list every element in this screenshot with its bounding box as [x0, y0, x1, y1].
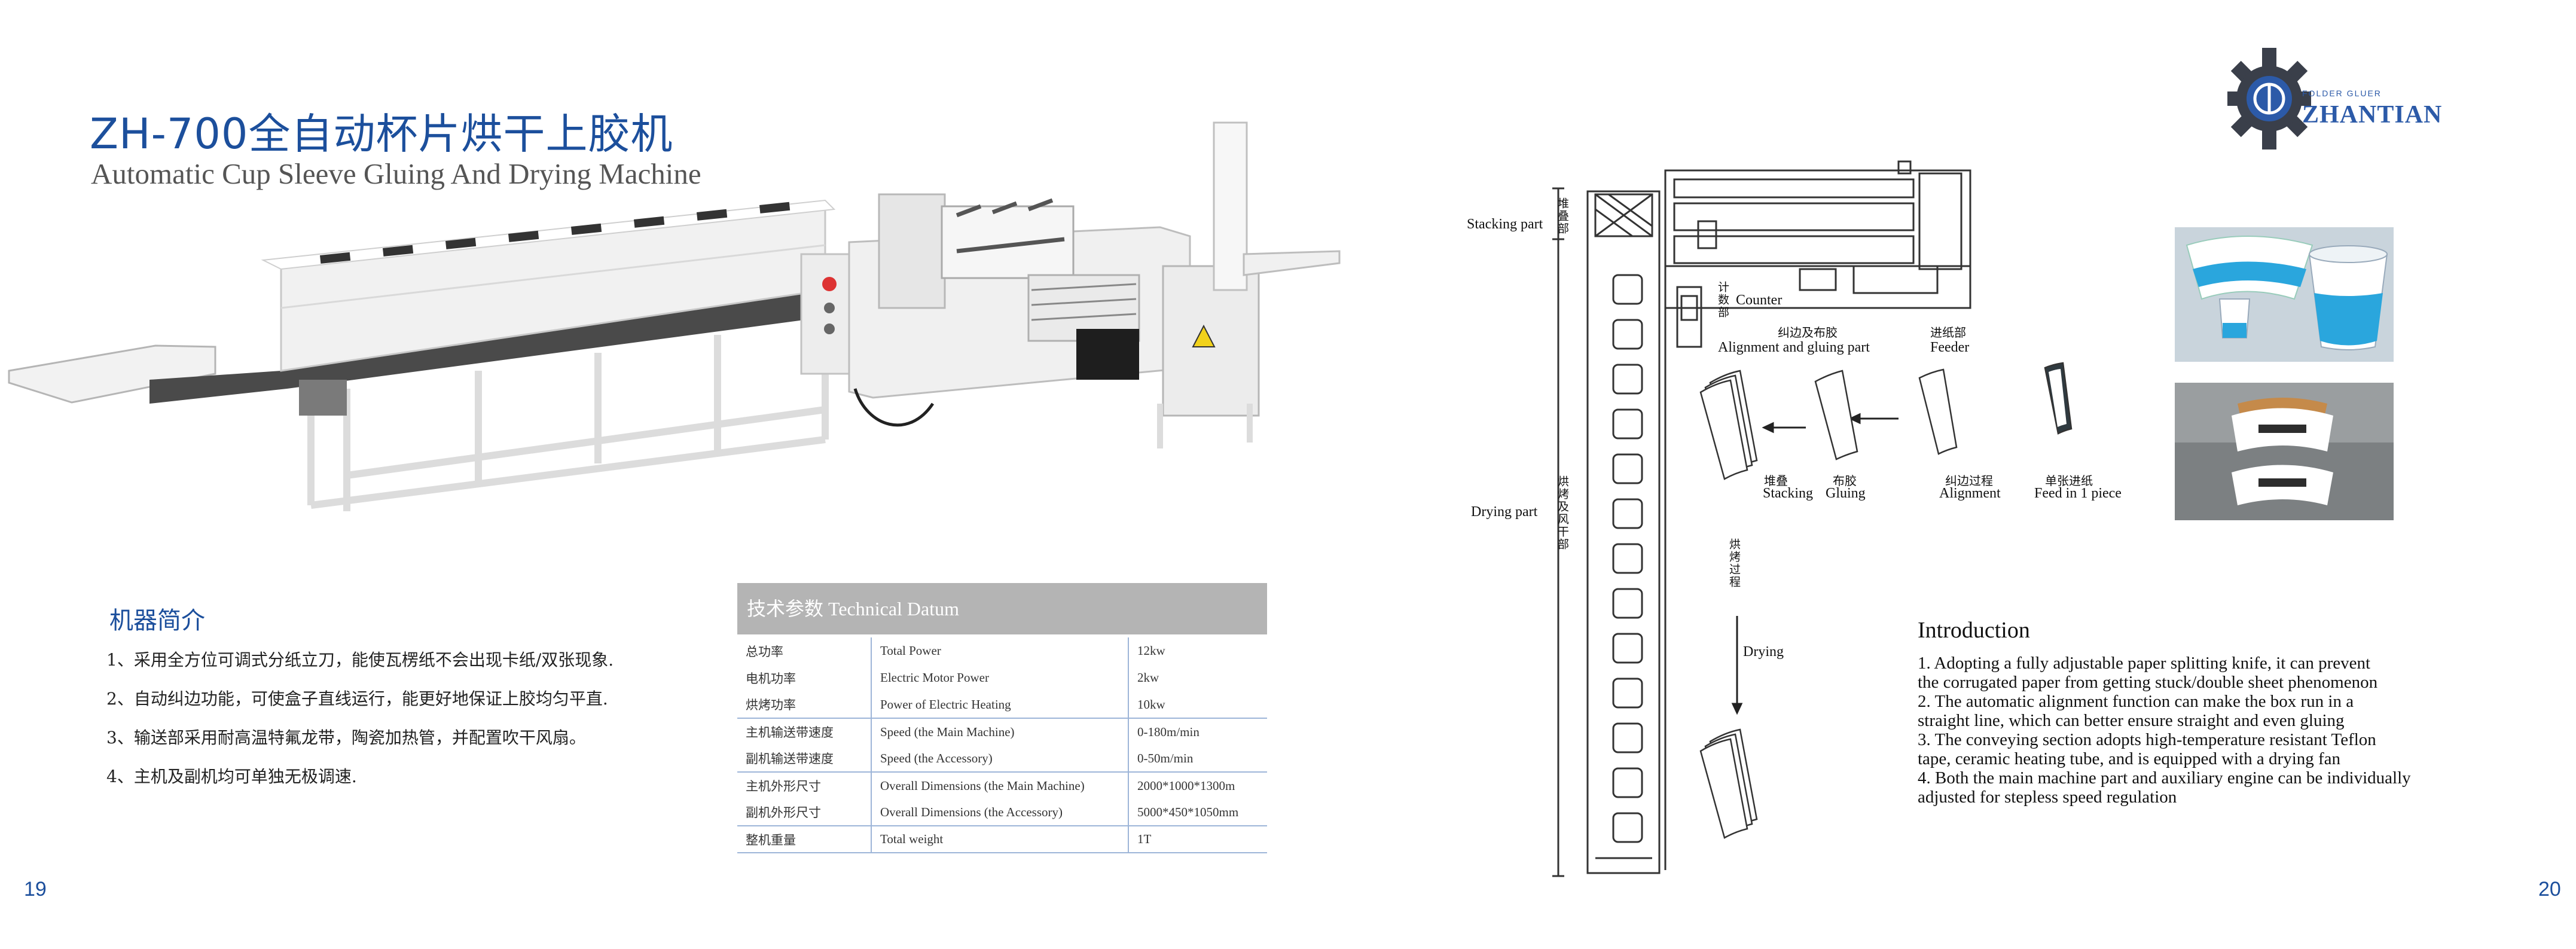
intro-heading-en: Introduction: [1918, 618, 2030, 643]
label-feed-en: Feed in 1 piece: [2034, 486, 2122, 501]
label-stacking-cn: 堆叠: [1764, 474, 1788, 488]
spec-cell-value: 12kw: [1137, 643, 1165, 658]
intro-item-cn: 3、输送部采用耐高温特氟龙带，陶瓷加热管，并配置吹干风扇。: [106, 728, 586, 747]
intro-line-en: tape, ceramic heating tube, and is equip…: [1918, 749, 2341, 768]
logo-brand: ZHANTIAN: [2302, 101, 2443, 129]
spec-cell-en: Electric Motor Power: [871, 664, 1129, 691]
intro-line-en: straight line, which can better ensure s…: [1918, 711, 2345, 730]
spec-cell-value: 0-50m/min: [1137, 750, 1194, 765]
spec-cell-value: 0-180m/min: [1137, 724, 1200, 739]
label-drying-part-en: Drying part: [1471, 504, 1538, 520]
label-drying-en: Drying: [1743, 644, 1784, 660]
intro-line-en: 3. The conveying section adopts high-tem…: [1918, 730, 2376, 749]
label-gluing-cn: 布胶: [1833, 474, 1857, 488]
spec-cell-cn: 电机功率: [737, 664, 872, 691]
spec-cell-en: Speed (the Main Machine): [871, 718, 1129, 745]
label-counter-cn: 计数部: [1716, 281, 1729, 319]
spec-cell-value: 10kw: [1137, 697, 1165, 712]
spec-cell-cn: 主机输送带速度: [737, 718, 872, 745]
process-diagram: [1552, 160, 2073, 877]
label-drying-part-cn: 烘烤及风干部: [1556, 475, 1569, 551]
spec-cell-en: Total weight: [871, 826, 1129, 853]
label-drying-process-cn: 烘烤过程: [1727, 538, 1741, 588]
intro-line-en: 2. The automatic alignment function can …: [1918, 692, 2354, 711]
spec-cell-cn: 副机外形尺寸: [737, 799, 872, 826]
intro-item-cn: 1、采用全方位可调式分纸立刀，能使瓦楞纸不会出现卡纸/双张现象.: [106, 650, 614, 670]
label-feeder-en: Feeder: [1930, 340, 1970, 355]
logo-tagline: FOLDER GLUER: [2302, 89, 2382, 98]
spec-cell-cn: 副机输送带速度: [737, 745, 872, 772]
page-number-right: 20: [2538, 878, 2561, 901]
intro-item-cn: 4、主机及副机均可单独无极调速.: [106, 767, 357, 786]
label-feed-cn: 单张进纸: [2045, 474, 2093, 488]
spec-cell-cn: 主机外形尺寸: [737, 772, 872, 799]
intro-list-en: 1. Adopting a fully adjustable paper spl…: [1918, 654, 2492, 807]
spec-cell-cn: 整机重量: [737, 826, 872, 853]
intro-line-en: 1. Adopting a fully adjustable paper spl…: [1918, 654, 2371, 673]
spec-cell-value: 2000*1000*1300m: [1137, 778, 1235, 793]
spec-table-header: 技术参数 Technical Datum: [737, 583, 1267, 634]
intro-line-en: the corrugated paper from getting stuck/…: [1918, 673, 2378, 692]
intro-item-cn: 2、自动纠边功能，可使盒子直线运行，能更好地保证上胶均匀平直.: [106, 689, 608, 709]
product-photo-sleeve: [2175, 383, 2394, 520]
label-stacking-en: Stacking: [1763, 486, 1813, 501]
label-align-glue-en: Alignment and gluing part: [1718, 340, 1870, 355]
gear-logo-icon: [2227, 48, 2311, 149]
machine-illustration: [8, 121, 1341, 511]
intro-list-cn: 1、采用全方位可调式分纸立刀，能使瓦楞纸不会出现卡纸/双张现象. 2、自动纠边功…: [106, 647, 614, 802]
page-title-cn: ZH-700全自动杯片烘干上胶机: [90, 109, 673, 158]
spec-cell-value: 1T: [1137, 832, 1152, 846]
label-stacking-part-cn: 堆叠部: [1556, 197, 1569, 235]
spec-cell-en: Total Power: [871, 637, 1129, 664]
spec-cell-en: Overall Dimensions (the Main Machine): [871, 772, 1129, 799]
intro-line-en: 4. Both the main machine part and auxili…: [1918, 768, 2411, 788]
spec-cell-cn: 烘烤功率: [737, 691, 872, 718]
spec-cell-en: Speed (the Accessory): [871, 745, 1129, 772]
spec-cell-cn: 总功率: [737, 637, 872, 664]
label-gluing-en: Gluing: [1826, 486, 1866, 501]
label-alignment-en: Alignment: [1939, 486, 2001, 501]
spec-cell-en: Overall Dimensions (the Accessory): [871, 799, 1129, 826]
spec-cell-value: 2kw: [1137, 670, 1159, 685]
intro-heading-cn: 机器简介: [109, 607, 205, 634]
label-align-glue-cn: 纠边及布胶: [1778, 325, 1838, 340]
label-stacking-part-en: Stacking part: [1467, 216, 1543, 232]
product-photo-cup: [2175, 227, 2394, 362]
label-counter-en: Counter: [1736, 292, 1783, 308]
label-feeder-cn: 进纸部: [1930, 325, 1966, 340]
spec-cell-value: 5000*450*1050mm: [1137, 804, 1239, 819]
page-number-left: 19: [24, 878, 47, 901]
intro-line-en: adjusted for stepless speed regulation: [1918, 788, 2177, 807]
page-title-en: Automatic Cup Sleeve Gluing And Drying M…: [91, 157, 701, 190]
spec-cell-en: Power of Electric Heating: [871, 691, 1129, 718]
label-alignment-cn: 纠边过程: [1945, 474, 1993, 488]
